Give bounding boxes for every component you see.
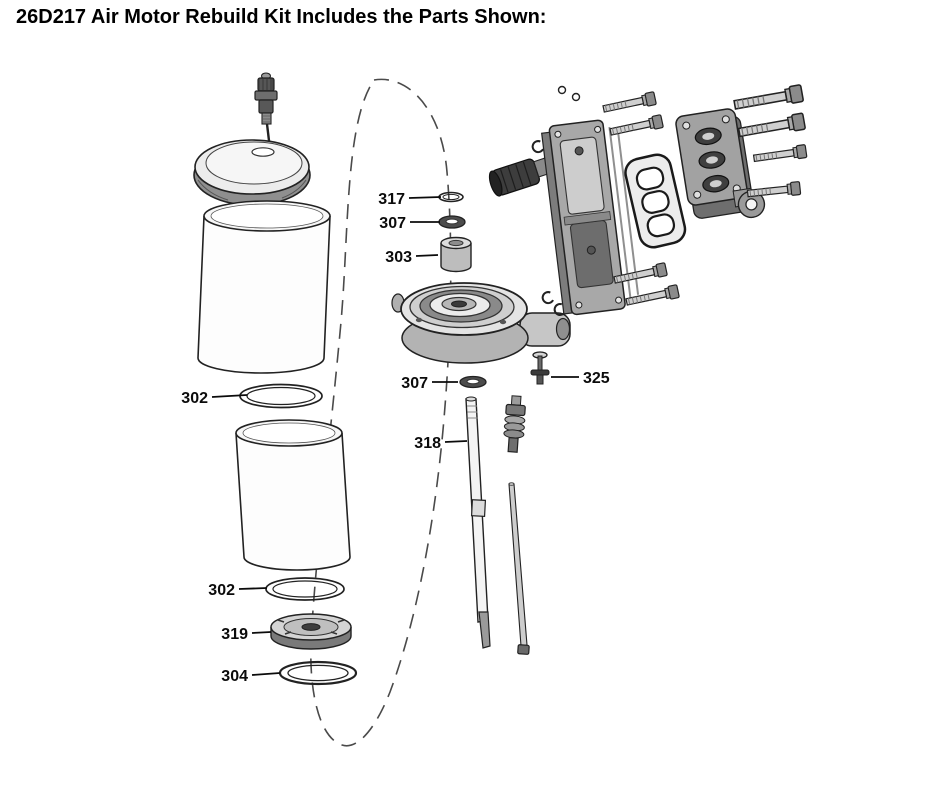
callout-leaders	[211, 196, 579, 676]
bolt-icon	[737, 112, 807, 142]
o-ring-302-lower	[265, 577, 345, 601]
o-ring-317	[438, 191, 464, 203]
tie-rod	[508, 482, 530, 655]
valve-gasket	[624, 153, 687, 249]
callout-303-leader	[415, 254, 439, 257]
callout-307-top-label: 307	[379, 215, 406, 232]
bolt-icon	[752, 143, 808, 166]
callout-307-mid-label: 307	[401, 375, 428, 392]
motor-cap	[193, 139, 311, 206]
callout-304-leader	[251, 672, 281, 676]
o-ring-307-top	[438, 215, 466, 229]
bushing-303	[440, 236, 472, 273]
callout-318-label: 318	[414, 435, 441, 452]
air-inlet-valve	[254, 72, 278, 150]
cylinder-sleeve-upper	[197, 200, 331, 374]
assembly-path-dashed-loop	[310, 78, 452, 747]
callout-302-lower-leader	[238, 587, 268, 590]
o-rings-small-pair	[557, 85, 581, 102]
pilot-valve	[503, 395, 526, 453]
callout-304-label: 304	[221, 668, 248, 685]
callout-303-label: 303	[385, 249, 412, 266]
callout-319-label: 319	[221, 626, 248, 643]
cylinder-sleeve-lower	[235, 419, 351, 571]
callout-318-leader	[444, 440, 468, 443]
page-title: 26D217 Air Motor Rebuild Kit Includes th…	[16, 6, 547, 28]
piston-plate-319	[270, 613, 352, 650]
callout-labels: 317 307 303 302 307 325 318 302 319 304	[181, 191, 610, 685]
bolt-icon	[608, 114, 664, 139]
callout-319-leader	[251, 631, 272, 634]
muffler	[488, 157, 551, 197]
o-ring-307-mid	[459, 375, 487, 389]
piston-rod-318	[465, 396, 491, 649]
callout-302-lower-label: 302	[208, 582, 235, 599]
air-valve-plate	[541, 119, 640, 316]
valve-block	[675, 108, 766, 219]
callout-317-leader	[408, 196, 442, 199]
callout-302-upper-label: 302	[181, 390, 208, 407]
callout-302-upper-leader	[211, 394, 248, 398]
bolt-icon	[732, 83, 805, 114]
callout-325-label: 325	[583, 370, 610, 387]
bolt-icon	[601, 91, 657, 116]
o-ring-302-upper	[239, 383, 323, 409]
bolt-icon	[624, 284, 680, 309]
air-motor-housing	[391, 282, 571, 364]
detent-part-325	[530, 351, 550, 385]
o-ring-304	[278, 660, 358, 686]
callout-317-label: 317	[378, 191, 405, 208]
